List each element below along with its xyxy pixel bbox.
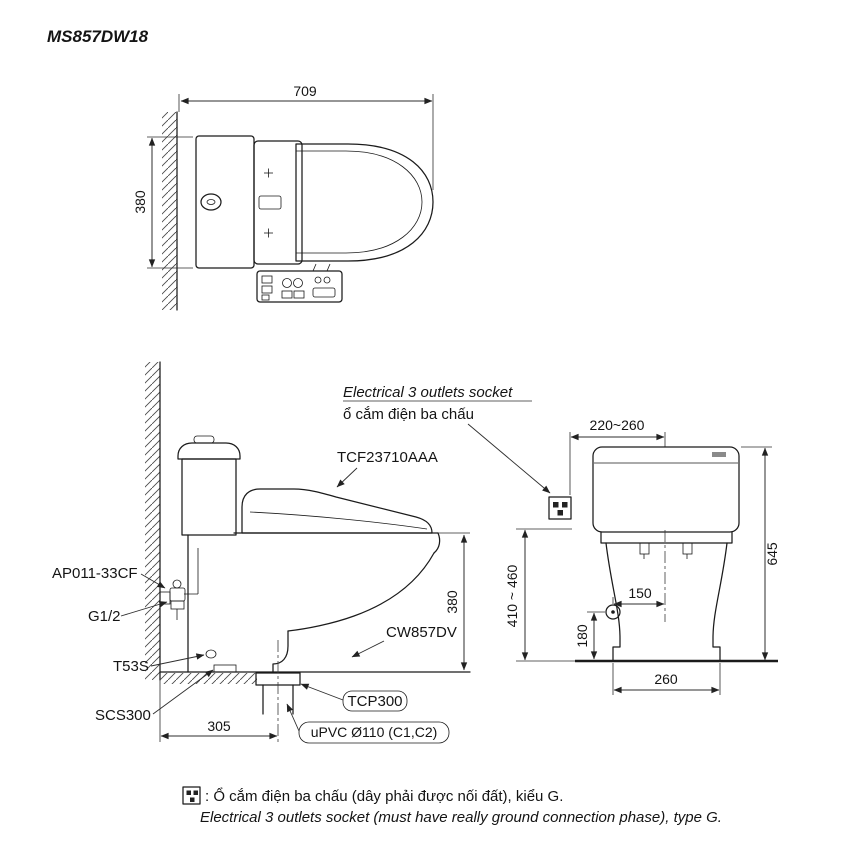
dimension-socket-offset: 220~260: [569, 417, 666, 495]
socket-legend-icon: [182, 786, 201, 805]
floor-side-view: [159, 671, 471, 684]
floor-flange: [213, 664, 237, 673]
electrical-socket-label-en: Electrical 3 outlets socket: [343, 384, 513, 401]
footnote: : Ổ cắm điện ba chấu (dây phải được nối …: [182, 786, 722, 826]
callout-electrical-socket: Electrical 3 outlets socket ổ cắm điện b…: [343, 384, 572, 520]
label-tcp300: TCP300: [347, 693, 402, 710]
tank-knob: [193, 435, 215, 444]
dim-305: 305: [207, 718, 231, 734]
tank-plan: [195, 135, 255, 269]
seat-side-panel: [258, 195, 282, 210]
callout-bowl: CW857DV: [351, 624, 457, 658]
dimension-socket-height: 410 ~ 460: [504, 528, 575, 662]
dim-150: 150: [628, 585, 652, 601]
callout-bolt-cap: T53S: [113, 653, 205, 675]
callout-connector: TCP300: [300, 683, 408, 712]
label-ap011-33cf: AP011-33CF: [52, 565, 138, 582]
dim-380-top: 380: [132, 190, 148, 214]
dim-260: 260: [654, 671, 678, 687]
washlet-seat-side: [241, 488, 433, 534]
remote-control-panel: [256, 263, 343, 303]
bowl-body-side: [184, 532, 441, 673]
callout-stop-valve: AP011-33CF: [52, 565, 166, 589]
screw-mark-top: [264, 168, 273, 178]
side-view: Electrical 3 outlets socket ổ cắm điện b…: [52, 361, 572, 744]
dim-220-260: 220~260: [590, 417, 645, 433]
dimension-rough-in: 305: [159, 680, 278, 742]
seat-front: [600, 531, 733, 559]
tank-front: [592, 446, 740, 533]
front-view: 220~260: [504, 417, 780, 695]
top-view: 709 380: [132, 83, 434, 311]
footnote-english: Electrical 3 outlets socket (must have r…: [200, 809, 722, 826]
screw-mark-bottom: [264, 228, 273, 238]
bowl-front: [605, 542, 728, 661]
callout-seat: TCF23710AAA: [336, 449, 438, 488]
dim-380-side: 380: [444, 590, 460, 614]
seat-lid-plan: [253, 140, 434, 265]
label-t53s: T53S: [113, 658, 149, 675]
label-tcf23710aaa: TCF23710AAA: [337, 449, 438, 466]
label-g12: G1/2: [88, 608, 121, 625]
dim-645: 645: [764, 542, 780, 566]
label-upvc: uPVC Ø110 (C1,C2): [311, 724, 438, 740]
socket-symbol: [548, 496, 572, 520]
tank-side: [177, 435, 241, 536]
callout-flange: SCS300: [95, 669, 214, 724]
bolt-cap: [205, 649, 217, 659]
water-supply-point: [605, 604, 621, 620]
dimension-rim-height: 380: [438, 532, 470, 671]
label-scs300: SCS300: [95, 707, 151, 724]
callout-thread: G1/2: [88, 601, 168, 625]
g12-nut: [170, 600, 185, 610]
dimension-supply-height: 180: [574, 611, 605, 660]
drawing-title: MS857DW18: [47, 27, 149, 46]
dim-410-460: 410 ~ 460: [504, 564, 520, 627]
stop-valve-assembly: [159, 579, 186, 620]
dimension-supply-offset: 150: [612, 585, 665, 608]
dimension-top-width: 709: [178, 83, 434, 190]
wall-hatch-top-view: [162, 111, 178, 311]
dim-180: 180: [574, 624, 590, 648]
dimension-base-width: 260: [612, 663, 721, 695]
drain-pipe: [255, 640, 301, 742]
footnote-vietnamese: : Ổ cắm điện ba chấu (dây phải được nối …: [205, 787, 563, 805]
dimension-total-height: 645: [741, 446, 780, 661]
dimension-top-depth: 380: [132, 136, 193, 269]
flush-button: [200, 193, 222, 211]
wall-hatch-side-view: [145, 361, 161, 681]
brand-logo: [712, 452, 726, 457]
electrical-socket-label-vi: ổ cắm điện ba chấu: [343, 406, 474, 423]
label-cw857dv: CW857DV: [386, 624, 457, 641]
dim-709: 709: [293, 83, 317, 99]
callout-pipe: uPVC Ø110 (C1,C2): [286, 703, 450, 744]
